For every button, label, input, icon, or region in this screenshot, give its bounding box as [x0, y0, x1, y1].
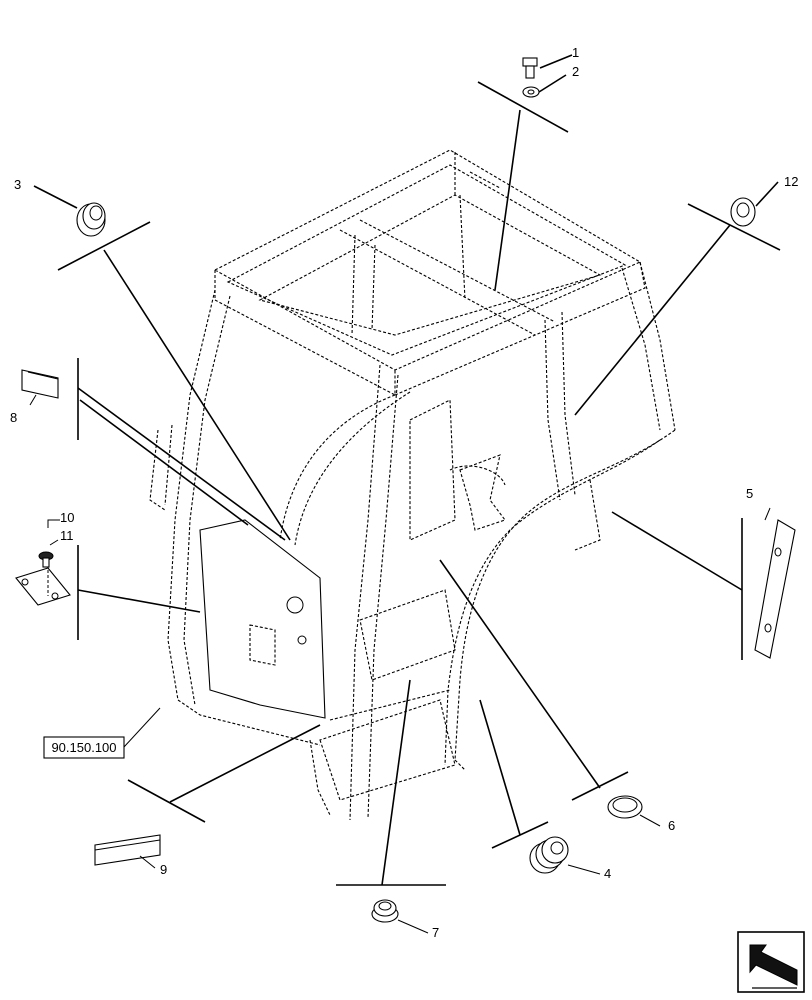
reference-link[interactable]: 90.150.100: [43, 736, 125, 759]
callout-8: 8: [10, 410, 17, 425]
part-plug-6: [607, 795, 643, 819]
part-plug-7: [371, 899, 399, 923]
callout-12: 12: [784, 174, 798, 189]
part-pad-9: [94, 834, 161, 866]
callout-3: 3: [14, 177, 21, 192]
arrow-back-icon[interactable]: [737, 931, 805, 993]
callout-10: 10: [60, 510, 74, 525]
part-grommet-12: [730, 197, 756, 227]
part-strip-5: [754, 519, 796, 659]
leader-lines: [29, 54, 781, 934]
reference-label: 90.150.100: [51, 740, 116, 755]
callout-9: 9: [160, 862, 167, 877]
part-pad-8: [21, 369, 59, 399]
callout-2: 2: [572, 64, 579, 79]
part-plate-10: [15, 567, 71, 606]
callout-4: 4: [604, 866, 611, 881]
part-grommet-4: [529, 836, 569, 874]
part-screw-11: [38, 551, 54, 568]
callout-6: 6: [668, 818, 675, 833]
callout-1: 1: [572, 45, 579, 60]
callout-11: 11: [60, 528, 74, 543]
part-bolt: [522, 57, 538, 79]
callout-7: 7: [432, 925, 439, 940]
part-washer: [522, 86, 540, 98]
cab-frame: [149, 149, 676, 821]
callout-labels: 1 2 3 4 5 6 7 8 9 10 11 12: [10, 45, 798, 940]
part-grommet-3: [76, 202, 106, 237]
callout-5: 5: [746, 486, 753, 501]
